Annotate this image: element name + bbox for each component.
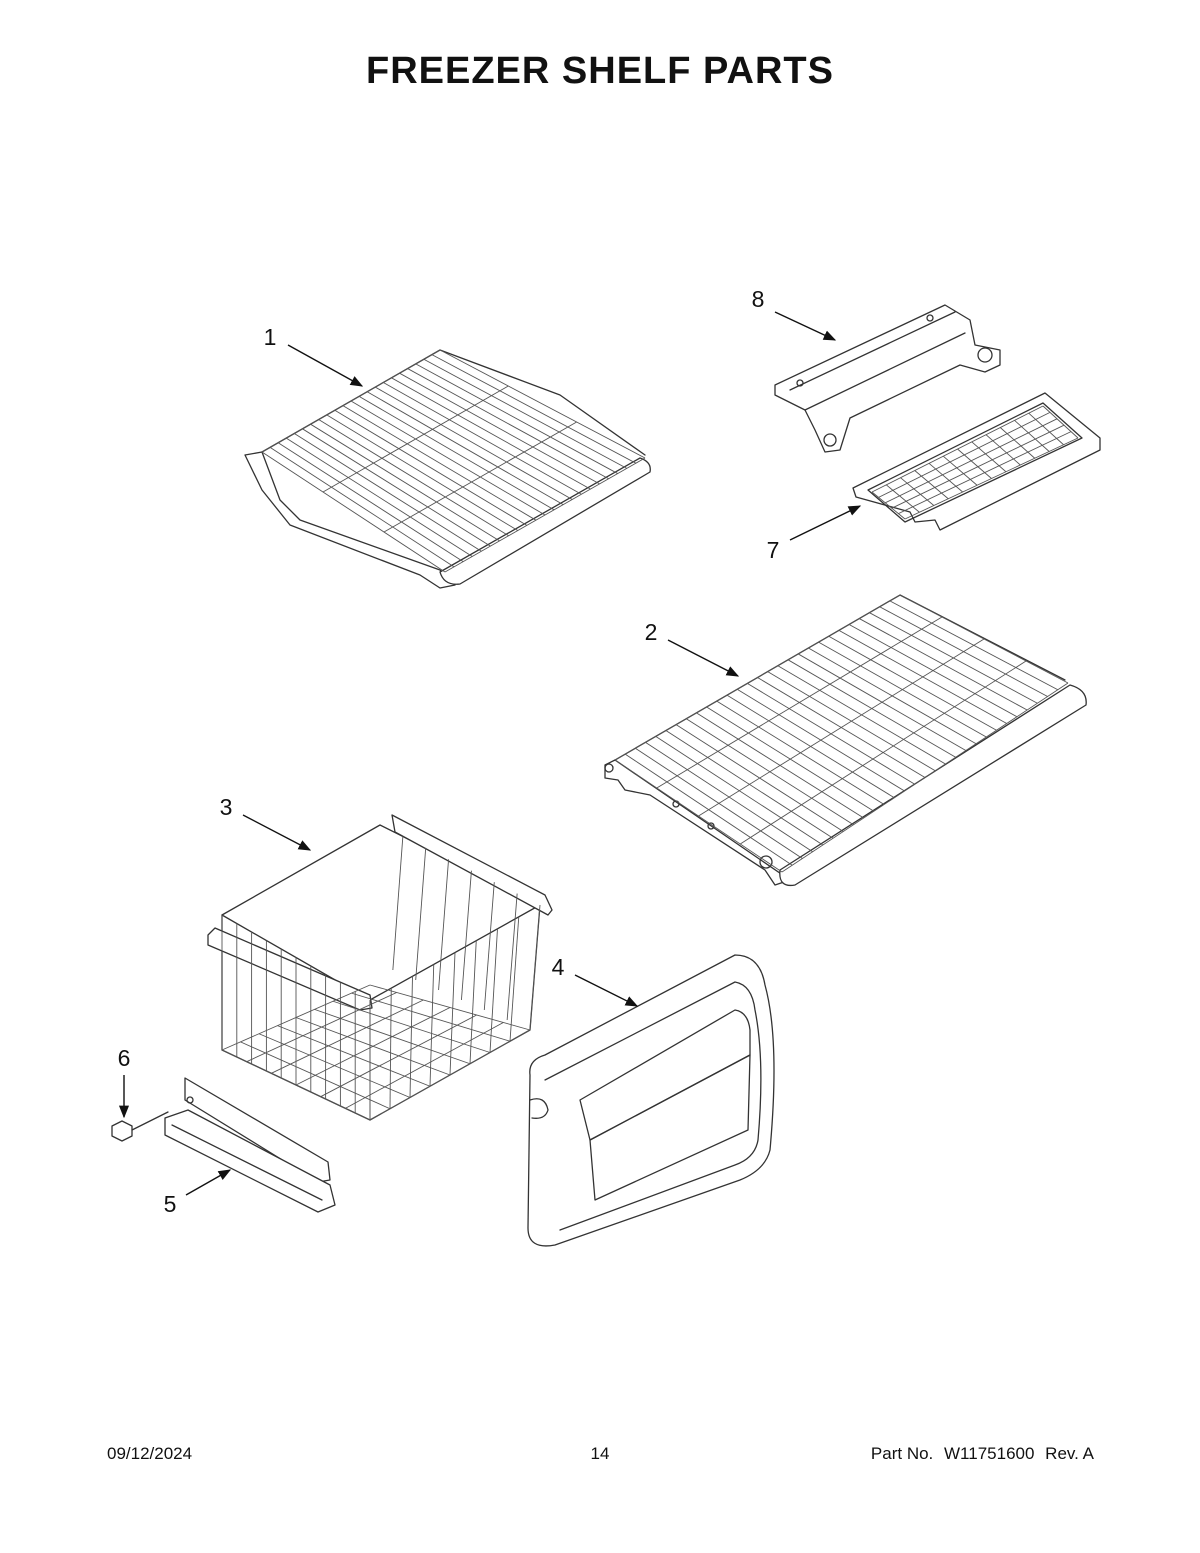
part-1-wire-shelf	[244, 349, 651, 589]
wire-line	[415, 363, 618, 474]
wire-line	[1028, 412, 1064, 446]
part-4-drawer-front	[527, 954, 775, 1247]
wire-line	[369, 1029, 531, 1121]
wire-line	[506, 893, 518, 1021]
wire-line	[286, 437, 473, 557]
callout-3: 3	[220, 794, 233, 820]
part-3-wire-basket	[207, 814, 553, 1121]
wire-line	[449, 952, 456, 1076]
wire-line	[871, 405, 1044, 493]
footer-part-number: Part No. W11751600 Rev. A	[865, 1444, 1094, 1464]
callout-1: 1	[264, 324, 277, 350]
wire-line	[871, 491, 906, 520]
wire-line	[318, 419, 509, 537]
wire-line	[460, 870, 472, 1001]
wire-line	[878, 411, 1051, 498]
wire-line	[469, 940, 477, 1064]
wire-line	[971, 441, 1007, 473]
wire-line	[489, 928, 498, 1053]
part-5-slide-rail	[164, 1077, 336, 1213]
wire-line	[261, 349, 441, 453]
wire-line	[269, 446, 455, 568]
wire-line	[221, 984, 371, 1051]
wire-line	[246, 992, 397, 1063]
wire-line	[431, 354, 637, 464]
wire-line	[957, 448, 992, 479]
wire-line	[407, 368, 609, 480]
wire-line	[322, 385, 509, 493]
wire-line	[294, 433, 482, 552]
wire-line	[509, 916, 520, 1042]
wire-line	[383, 382, 582, 495]
wire-line	[345, 1022, 504, 1109]
part-2-wire-shelf	[604, 594, 1087, 887]
wire-line	[904, 437, 1079, 520]
callout-8: 8	[752, 286, 765, 312]
wire-line	[529, 904, 541, 1031]
callout-5: 5	[164, 1191, 177, 1217]
wire-line	[1014, 419, 1050, 452]
wire-line	[320, 1014, 477, 1098]
wire-line	[1042, 405, 1079, 439]
callout-7: 7	[767, 537, 780, 563]
callout-2: 2	[645, 619, 658, 645]
wire-line	[392, 836, 404, 971]
footer-date: 09/12/2024	[107, 1444, 193, 1463]
revision: Rev. A	[1045, 1444, 1094, 1463]
wire-line	[444, 457, 646, 573]
wire-line	[423, 358, 628, 469]
part-7-grille-tray	[852, 392, 1101, 531]
wire-line	[439, 349, 646, 459]
wire-line	[483, 882, 495, 1011]
wire-line	[885, 418, 1058, 504]
footer-page-number: 14	[590, 1444, 610, 1463]
wire-line	[698, 638, 985, 817]
wire-line	[326, 414, 518, 531]
wire-line	[358, 395, 555, 511]
wire-line	[295, 1007, 451, 1086]
wire-line	[891, 424, 1065, 509]
part-number: W11751600	[944, 1444, 1035, 1463]
wire-line	[375, 386, 573, 500]
wire-line	[399, 372, 600, 485]
wire-line	[277, 442, 464, 563]
wire-line	[900, 477, 935, 506]
wire-line	[415, 847, 427, 981]
wire-line	[366, 391, 564, 506]
wire-line	[302, 428, 491, 547]
wire-line	[391, 377, 591, 490]
wire-line	[942, 455, 978, 486]
wire-line	[999, 427, 1036, 459]
wire-line	[898, 431, 1072, 515]
page-title: FREEZER SHELF PARTS	[366, 50, 834, 92]
wire-line	[383, 421, 577, 533]
wire-line	[656, 616, 943, 789]
wire-line	[985, 434, 1021, 466]
wire-line	[928, 462, 963, 493]
wire-line	[261, 451, 446, 573]
wire-line	[914, 470, 949, 500]
wire-line	[614, 594, 901, 761]
wire-line	[429, 964, 435, 1087]
part-8-shelf-bracket	[774, 304, 1001, 453]
wire-line	[438, 859, 450, 991]
callout-6: 6	[118, 1045, 131, 1071]
wire-line	[342, 405, 537, 521]
wire-line	[334, 409, 528, 526]
wire-line	[781, 682, 1069, 873]
wire-line	[740, 660, 1027, 845]
wire-line	[310, 423, 500, 542]
part-label: Part No.	[870, 1444, 934, 1463]
part-6-screw	[111, 1111, 169, 1142]
wire-line	[389, 988, 392, 1109]
wire-line	[350, 400, 546, 516]
wire-line	[271, 999, 424, 1074]
wire-line	[885, 484, 920, 513]
callout-4: 4	[552, 954, 565, 980]
